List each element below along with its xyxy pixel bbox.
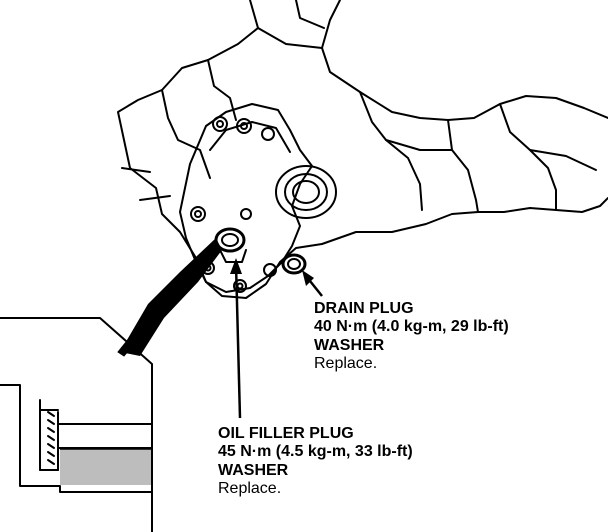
drain-plug-part — [281, 253, 307, 275]
oil-filler-plug-torque: 45 N·m (4.5 kg-m, 33 lb-ft) — [218, 443, 413, 461]
zoom-wedge-fill — [120, 238, 222, 356]
oil-filler-plug-note: Replace. — [218, 480, 282, 498]
transmission-housing — [117, 0, 608, 299]
drain-plug-torque: 40 N·m (4.0 kg-m, 29 lb-ft) — [314, 318, 509, 336]
drain-plug-callout: DRAIN PLUG 40 N·m (4.0 kg-m, 29 lb-ft) W… — [314, 300, 509, 374]
oil-filler-plug-part — [214, 227, 247, 263]
oil-filler-plug-leader — [230, 258, 242, 419]
drain-plug-title: DRAIN PLUG — [314, 300, 414, 317]
oil-filler-plug-callout: OIL FILLER PLUG 45 N·m (4.5 kg-m, 33 lb-… — [218, 425, 413, 499]
drain-plug-washer: WASHER — [314, 336, 385, 354]
oil-filler-plug-washer: WASHER — [218, 461, 289, 479]
output-shaft-seal — [275, 165, 337, 219]
inset-fluid — [60, 449, 151, 485]
drain-plug-note: Replace. — [314, 355, 378, 373]
inset-box — [0, 317, 153, 532]
drain-plug-leader — [302, 270, 323, 297]
oil-filler-plug-title: OIL FILLER PLUG — [218, 425, 354, 442]
